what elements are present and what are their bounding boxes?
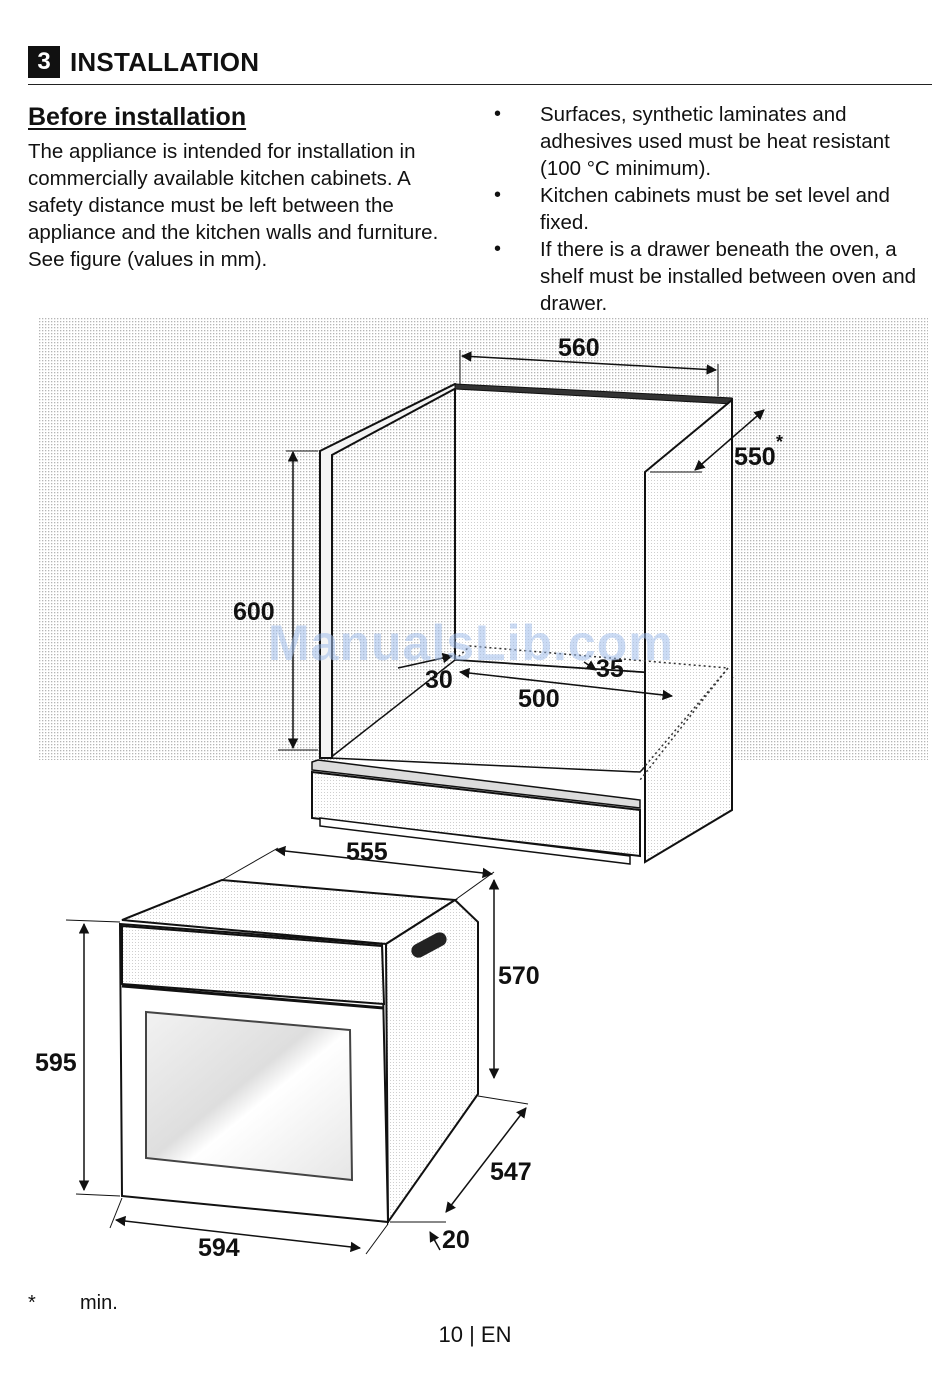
drawer-front [311, 770, 641, 858]
dim-label-cabinet-height: 600 [233, 598, 275, 626]
dim-line-cabinet-depth [694, 409, 765, 471]
requirements-column: • Surfaces, synthetic laminates and adhe… [490, 101, 935, 317]
dashed-guide-line [639, 667, 729, 781]
dim-label-vent-gap: 30 [425, 666, 453, 694]
dim-label-oven-body-depth: 547 [490, 1158, 532, 1186]
requirements-list: • Surfaces, synthetic laminates and adhe… [490, 101, 935, 317]
extension-line [477, 1095, 529, 1105]
list-item: • If there is a drawer beneath the oven,… [490, 236, 935, 317]
cabinet-plinth [319, 817, 631, 865]
dim-label-oven-body-height: 570 [498, 962, 540, 990]
extension-line [109, 1197, 123, 1229]
dim-line-oven-body-depth [445, 1107, 527, 1213]
extension-line [65, 919, 121, 923]
section-number-badge: 3 [28, 46, 60, 78]
dim-label-vent-width: 500 [518, 685, 560, 713]
section-title: INSTALLATION [70, 47, 260, 77]
watermark: ManualsLib.com [268, 615, 674, 671]
dim-line-vent-gap [397, 652, 454, 669]
dim-line-cabinet-width [460, 351, 718, 375]
dim-label-oven-top-depth: 555 [346, 838, 388, 866]
dim-label-cabinet-depth: 550 [734, 443, 776, 471]
extension-line [454, 871, 495, 901]
section-header: 3 INSTALLATION [28, 44, 932, 85]
list-item-text: If there is a drawer beneath the oven, a… [540, 238, 917, 315]
oven-side-handle [411, 932, 447, 958]
bullet-icon: • [494, 238, 502, 260]
dim-label-oven-width: 594 [198, 1234, 240, 1262]
list-item-text: Surfaces, synthetic laminates and adhesi… [540, 103, 890, 180]
installation-dimensions-figure: 560 550 * 600 30 35 500 [0, 310, 950, 1270]
footnote-mark: * [28, 1292, 36, 1314]
cabinet-shelf [311, 759, 641, 809]
dim-line-oven-top-depth [274, 845, 494, 879]
dim-line-oven-width [114, 1215, 362, 1253]
vent-cutout-outline [454, 645, 730, 773]
extension-line [365, 1223, 389, 1255]
dim-line-vent-width [458, 667, 674, 701]
intro-paragraph: The appliance is intended for installati… [28, 140, 439, 271]
bullet-icon: • [494, 184, 502, 206]
intro-column: Before installation The appliance is int… [28, 102, 468, 273]
page-number: 10 | EN [438, 1322, 512, 1347]
dim-footnote-mark: * [776, 432, 783, 452]
bullet-icon: • [494, 103, 502, 125]
oven-door-seam [121, 984, 385, 1010]
dim-line-oven-front-thickness [429, 1231, 441, 1251]
list-item: • Surfaces, synthetic laminates and adhe… [490, 101, 935, 182]
dim-label-oven-front-thickness: 20 [442, 1226, 470, 1254]
subheading-before-installation: Before installation [28, 103, 247, 131]
extension-line [221, 847, 279, 881]
wall-background-lower [38, 622, 318, 664]
extension-line [75, 1193, 121, 1197]
oven-control-panel [121, 924, 386, 1006]
footnote-text: min. [80, 1292, 118, 1314]
installation-diagram: 560 550 * 600 30 35 500 [35, 318, 928, 1262]
oven-window [145, 1010, 354, 1182]
dim-label-oven-height: 595 [35, 1049, 77, 1077]
list-item: • Kitchen cabinets must be set level and… [490, 182, 935, 236]
list-item-text: Kitchen cabinets must be set level and f… [540, 184, 890, 234]
dim-label-cabinet-width: 560 [558, 334, 600, 362]
